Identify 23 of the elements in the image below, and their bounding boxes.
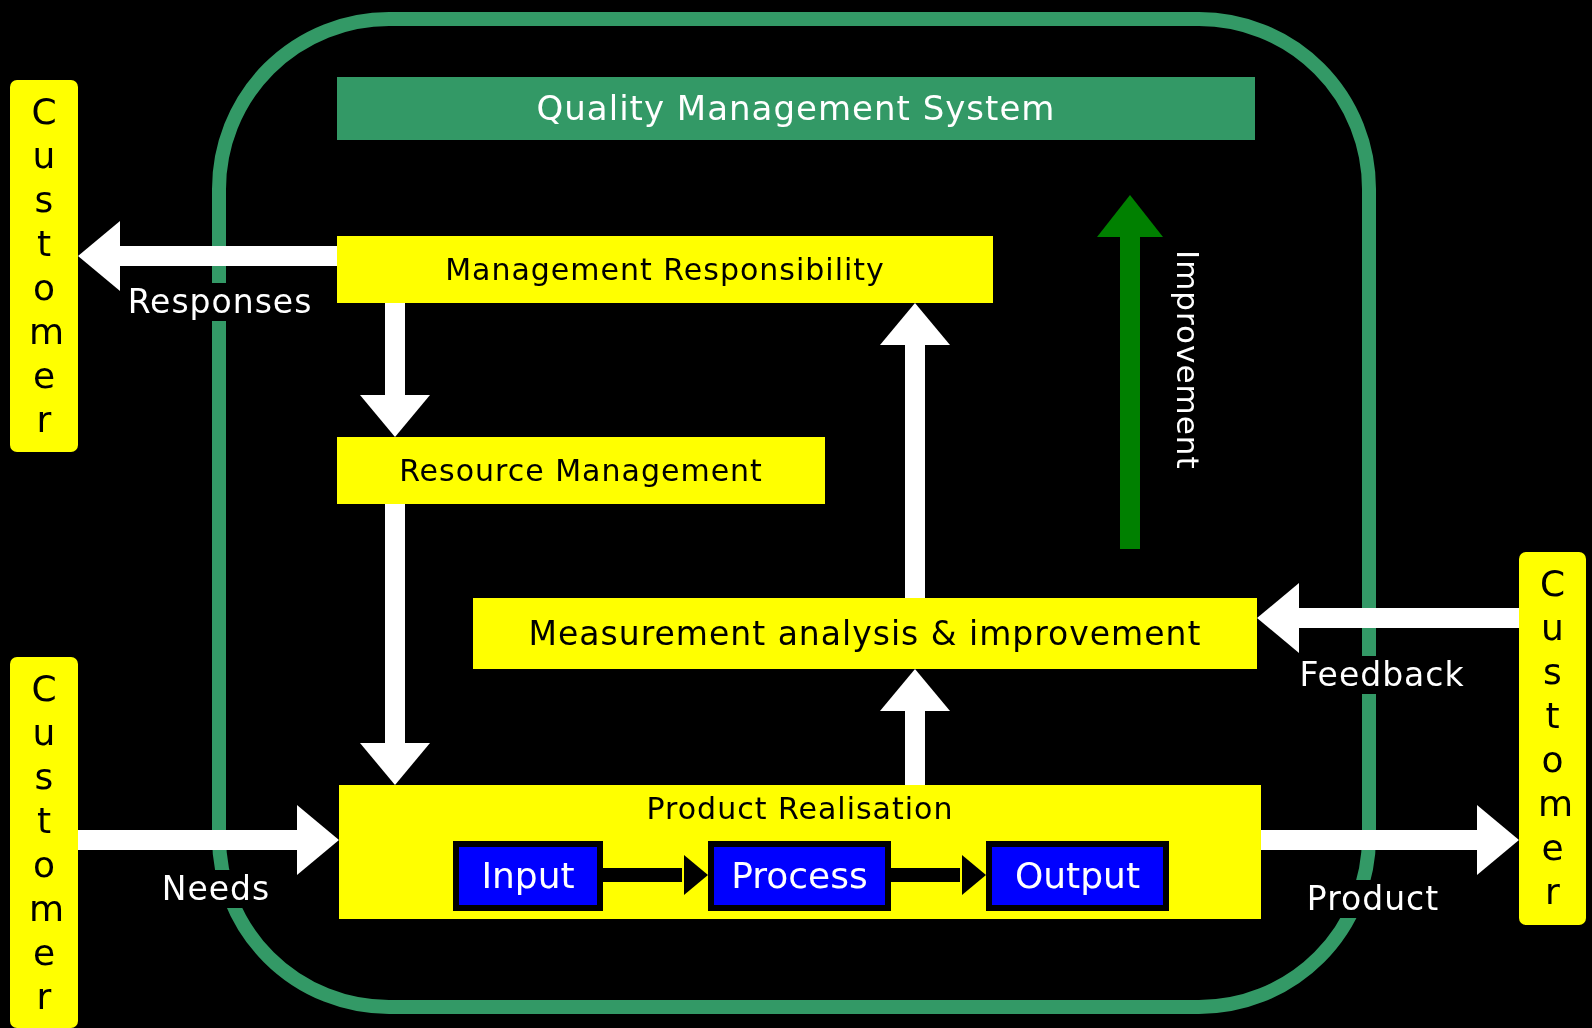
arrow — [1257, 583, 1519, 653]
customer-box: Customer — [10, 657, 78, 1028]
arrow — [880, 669, 950, 785]
step-box: Output — [986, 841, 1169, 911]
step-box: Input — [453, 841, 603, 911]
arrow — [1261, 805, 1519, 875]
title-band: Quality Management System — [337, 77, 1255, 140]
arrow — [360, 504, 430, 785]
arrow-label: Improvement — [1170, 250, 1206, 470]
customer-box: Customer — [1519, 552, 1586, 925]
arrow — [78, 805, 339, 875]
arrow — [360, 303, 430, 437]
arrow — [891, 855, 986, 895]
process-box: Management Responsibility — [337, 236, 993, 303]
process-box: Measurement analysis & improvement — [473, 598, 1257, 669]
customer-box: Customer — [10, 80, 78, 452]
arrow — [603, 855, 708, 895]
process-box — [339, 785, 1261, 919]
arrow — [78, 221, 337, 291]
step-box: Process — [708, 841, 891, 911]
box-heading: Product Realisation — [645, 791, 955, 826]
arrow — [880, 303, 950, 598]
process-box: Resource Management — [337, 437, 825, 504]
